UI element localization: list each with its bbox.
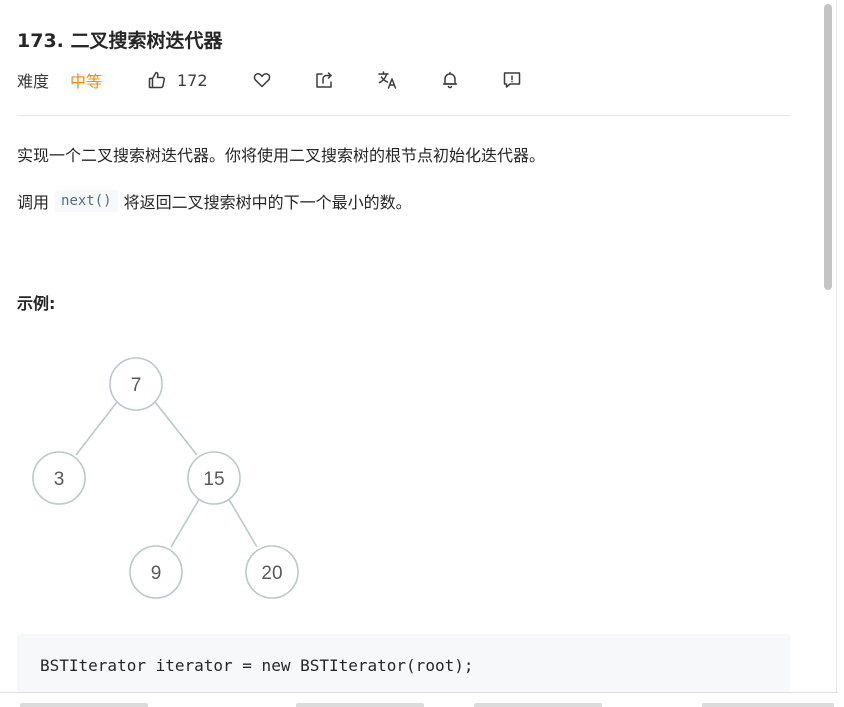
tree-node-label: 9 [151,563,162,584]
like-button[interactable]: 172 [147,66,208,94]
thumbs-up-icon [147,70,167,90]
translate-icon [377,70,399,90]
tree-edge [154,401,198,456]
bottom-tab[interactable] [296,703,424,707]
tree-node-circle [109,357,163,411]
problem-description-panel: 173. 二叉搜索树迭代器 难度 中等 172 [17,30,790,692]
subscribe-button[interactable] [440,66,460,94]
panel-right-border [836,0,837,692]
tree-edge [75,401,118,456]
para-prefix: 调用 [17,193,50,212]
tree-node-circle [129,545,183,599]
tree-node-circle [32,451,86,505]
tree-node-label: 20 [261,563,282,584]
feedback-button[interactable] [502,66,522,94]
code-line: BSTIterator iterator = new BSTIterator(r… [40,656,474,675]
difficulty-label: 难度 [17,72,50,91]
translate-button[interactable] [377,66,399,94]
tree-node-circle [245,545,299,599]
tree-node-label: 3 [54,469,65,490]
header-divider [17,115,790,116]
para-suffix: 将返回二叉搜索树中的下一个最小的数。 [123,193,412,212]
example-heading: 示例: [17,294,56,313]
heart-icon [252,70,272,90]
share-button[interactable] [314,66,334,94]
tree-edge [226,495,258,548]
example-code-block: BSTIterator iterator = new BSTIterator(r… [17,634,790,692]
bst-example-diagram: 7 3 15 9 20 [32,357,299,599]
inline-code-next: next() [55,190,118,212]
panel-bottom-border [0,692,838,693]
like-count: 172 [177,70,208,90]
bottom-tab[interactable] [474,703,602,707]
tree-node-label: 15 [203,469,224,490]
favorite-button[interactable] [252,66,272,94]
feedback-icon [502,70,522,90]
tree-edge [170,495,202,548]
tree-node-label: 7 [131,375,142,396]
bell-icon [440,70,460,90]
share-icon [314,70,334,90]
bottom-tab[interactable] [20,703,148,707]
problem-title: 173. 二叉搜索树迭代器 [17,30,223,52]
description-paragraph: 实现一个二叉搜索树迭代器。你将使用二叉搜索树的根节点初始化迭代器。 [17,146,546,165]
difficulty-value: 中等 [70,72,103,91]
tree-node-circle [187,451,241,505]
problem-meta-bar: 难度 中等 172 [17,66,577,94]
bottom-tab[interactable] [702,703,834,707]
description-paragraph-next: 调用 next() 将返回二叉搜索树中的下一个最小的数。 [17,189,412,213]
scrollbar-thumb[interactable] [824,4,832,290]
